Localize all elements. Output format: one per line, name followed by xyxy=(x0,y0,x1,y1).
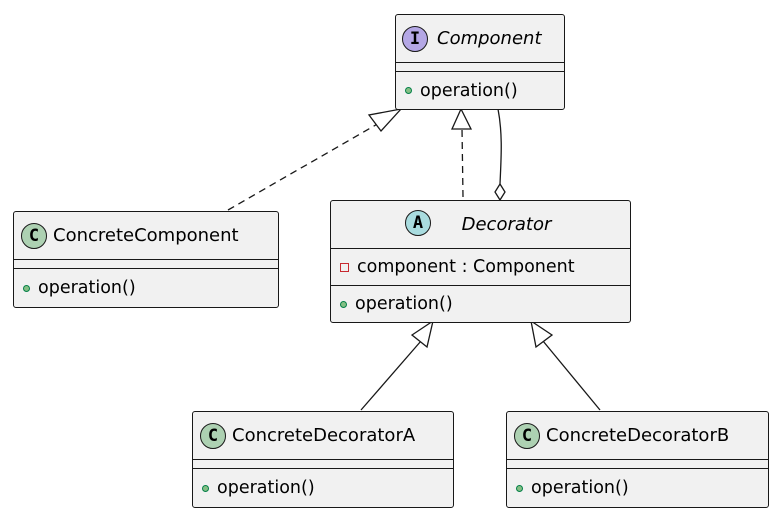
field-label: component : Component xyxy=(357,257,575,277)
fields-section xyxy=(507,460,768,469)
class-name: ConcreteComponent xyxy=(53,225,239,246)
class-component[interactable]: I Component operation() xyxy=(395,14,565,110)
public-visibility-icon xyxy=(202,484,209,492)
class-badge-icon: C xyxy=(200,422,226,449)
realization-arrowhead-concretecomponent xyxy=(367,108,403,133)
class-concrete-decorator-b[interactable]: C ConcreteDecoratorB operation() xyxy=(506,411,769,508)
realization-line-decorator xyxy=(461,127,464,198)
method-item: operation() xyxy=(193,469,453,507)
aggregation-line-decorator-component xyxy=(497,108,502,185)
method-item: operation() xyxy=(331,286,630,322)
inheritance-arrowhead-decorator-b xyxy=(530,319,554,349)
class-name: Decorator xyxy=(461,214,552,235)
private-visibility-icon xyxy=(340,262,349,272)
fields-section xyxy=(14,260,278,269)
method-label: operation() xyxy=(217,478,315,498)
field-item: component : Component xyxy=(331,249,630,286)
public-visibility-icon xyxy=(340,300,347,308)
class-concrete-decorator-a[interactable]: C ConcreteDecoratorA operation() xyxy=(192,411,454,508)
public-visibility-icon xyxy=(516,484,523,492)
realization-line-concretecomponent xyxy=(227,121,382,211)
inheritance-line-decorator-a xyxy=(360,340,422,411)
class-name: ConcreteDecoratorB xyxy=(546,425,730,446)
class-concrete-component[interactable]: C ConcreteComponent operation() xyxy=(13,211,279,308)
method-item: operation() xyxy=(14,269,278,307)
realization-arrowhead-decorator xyxy=(450,107,473,130)
method-item: operation() xyxy=(507,469,768,507)
class-badge-icon: C xyxy=(21,222,47,249)
inheritance-arrowhead-decorator-a xyxy=(410,319,435,349)
interface-badge-icon: I xyxy=(402,25,428,52)
abstract-badge-icon: A xyxy=(405,210,431,236)
method-label: operation() xyxy=(531,478,629,498)
class-decorator[interactable]: A Decorator component : Component operat… xyxy=(330,200,631,323)
aggregation-diamond xyxy=(494,182,506,202)
method-item: operation() xyxy=(396,72,564,109)
public-visibility-icon xyxy=(23,284,30,292)
inheritance-line-decorator-b xyxy=(542,340,601,411)
public-visibility-icon xyxy=(405,87,412,94)
class-name: ConcreteDecoratorA xyxy=(232,425,416,446)
class-name: Component xyxy=(437,28,542,49)
method-label: operation() xyxy=(420,80,518,101)
class-badge-icon: C xyxy=(514,422,540,449)
fields-section xyxy=(396,63,564,72)
fields-section xyxy=(193,460,453,469)
method-label: operation() xyxy=(38,278,136,298)
method-label: operation() xyxy=(355,294,453,314)
